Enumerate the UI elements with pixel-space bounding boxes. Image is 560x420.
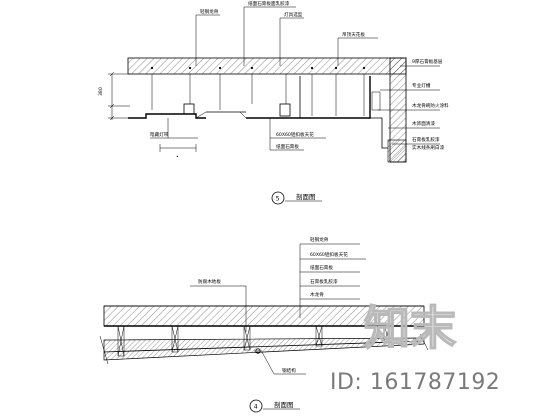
section-title-4: 4 剖面图 bbox=[249, 399, 300, 413]
callout-right-5a: 石膏板乳胶漆 bbox=[412, 136, 440, 143]
callouts-4: 轻钢龙骨 60X60铝扣板天花 纸面石膏板 石膏板乳胶漆 木龙骨 防腐木地板 钢… bbox=[190, 236, 366, 375]
section-number-5: 5 bbox=[276, 196, 280, 203]
section-title-5-text: 剖面图 bbox=[296, 192, 316, 201]
watermark-brand: 知末 bbox=[364, 301, 456, 355]
section-4: 轻钢龙骨 60X60铝扣板天花 纸面石膏板 石膏板乳胶漆 木龙骨 防腐木地板 钢… bbox=[99, 236, 429, 413]
callouts-5: 轻钢龙骨 纸面石膏板面乳胶漆 灯具选型 吊顶天花板 9厚石膏板基层 专业灯槽 木… bbox=[150, 0, 449, 151]
wall-base-5 bbox=[387, 139, 407, 163]
callout-top-right: 吊顶天花板 bbox=[342, 31, 365, 38]
studs-4 bbox=[117, 325, 391, 357]
svg-text:•: • bbox=[176, 155, 179, 160]
light-fixture bbox=[279, 103, 291, 117]
callout-top-mid2: 灯具选型 bbox=[284, 11, 303, 18]
callout-s4-left: 防腐木地板 bbox=[198, 278, 221, 285]
callout-bottom-mid2: 纸面石膏板 bbox=[276, 143, 299, 150]
callout-top-left: 轻钢龙骨 bbox=[200, 8, 219, 15]
callout-s4-4: 石膏板乳胶漆 bbox=[310, 278, 338, 285]
callout-right-5b: 实木线条刷白漆 bbox=[412, 144, 445, 151]
callout-bottom-mid1: 60X60铝扣板天花 bbox=[276, 131, 314, 138]
watermark-id: ID: 161787192 bbox=[330, 370, 500, 395]
ceiling-profile-5 bbox=[128, 76, 388, 149]
ceiling-hangers-5 bbox=[150, 66, 366, 116]
callout-s4-1: 轻钢龙骨 bbox=[310, 236, 329, 243]
dimension-bottom-5: • bbox=[159, 144, 197, 160]
callout-right-4: 木饰面清漆 bbox=[412, 120, 435, 127]
callout-right-1: 9厚石膏板基层 bbox=[412, 58, 443, 65]
slab-5 bbox=[127, 57, 407, 75]
callout-s4-3: 纸面石膏板 bbox=[310, 264, 333, 271]
callout-bottom-left: 暗藏灯带 bbox=[150, 131, 169, 138]
callout-right-2: 专业灯槽 bbox=[412, 82, 431, 89]
section-title-5: 5 剖面图 bbox=[271, 191, 322, 205]
callout-s4-2: 60X60铝扣板天花 bbox=[310, 251, 348, 258]
callout-top-mid: 纸面石膏板面乳胶漆 bbox=[248, 0, 290, 7]
section-number-4: 4 bbox=[254, 404, 258, 411]
dimension-left-5: 380 bbox=[98, 71, 130, 121]
callout-s4-5: 木龙骨 bbox=[310, 291, 324, 298]
callout-s4-bottom: 钢结构 bbox=[282, 367, 296, 374]
section-5: 380 • 轻钢龙骨 纸面石膏板面乳胶漆 灯具选型 吊顶天花板 9厚石膏板基层 bbox=[98, 0, 449, 205]
svg-text:380: 380 bbox=[98, 87, 104, 96]
light-fixture bbox=[183, 103, 195, 115]
watermark: 知末 ID: 161787192 bbox=[330, 300, 500, 395]
callout-right-3: 木龙骨刷防火涂料 bbox=[412, 102, 449, 109]
section-title-4-text: 剖面图 bbox=[274, 400, 294, 409]
